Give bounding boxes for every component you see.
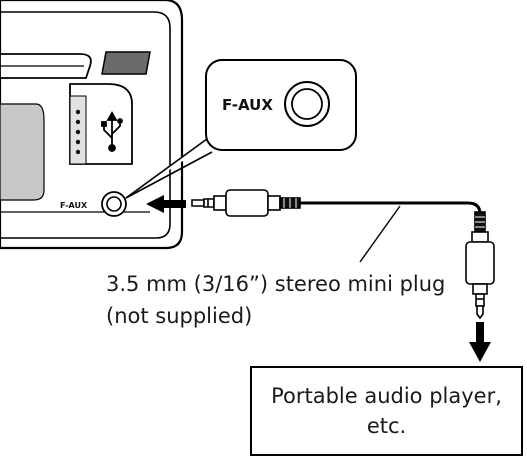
faux-label-callout: F-AUX [222,96,273,114]
plug-caption-line1: 3.5 mm (3/16”) stereo mini plug [106,272,446,296]
cable [300,201,482,215]
faux-port-zoomed [284,81,330,127]
eject-button [101,51,151,75]
head-unit: F-AUX [0,0,184,250]
faceplate [0,103,45,201]
insert-arrow [146,195,186,213]
portable-player-box: Portable audio player, etc. [250,366,523,456]
faux-callout: F-AUX [125,59,357,199]
caption-leader-line [359,205,401,263]
mini-plug-vertical [465,211,495,320]
down-arrow [469,322,491,362]
faux-label-small: F-AUX [60,201,88,210]
player-label-line2: etc. [366,414,407,438]
usb-cover [69,83,133,165]
plug-caption-line2: (not supplied) [106,304,253,328]
usb-icon [101,111,123,152]
mini-plug-horizontal [191,189,301,217]
faux-port[interactable] [101,191,127,217]
player-label-line1: Portable audio player, [271,384,502,408]
